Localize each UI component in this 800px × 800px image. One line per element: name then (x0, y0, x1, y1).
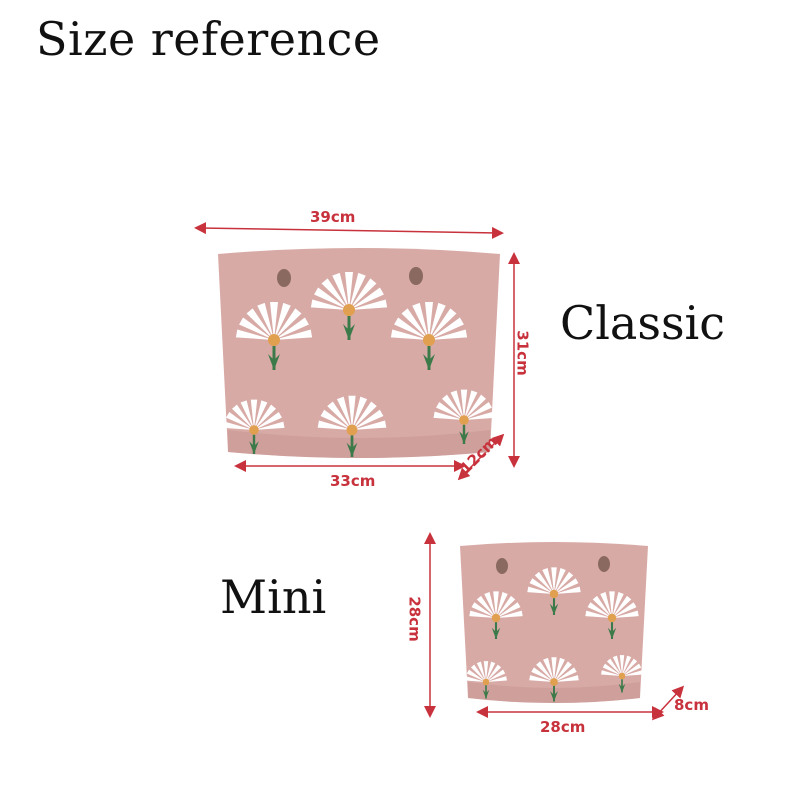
classic-depth-arrow (457, 433, 505, 481)
page-title: Size reference (36, 12, 381, 66)
classic-top-width-arrow (194, 222, 504, 239)
mini-depth-label: 8cm (674, 696, 709, 714)
mini-bag-image (460, 542, 648, 703)
mini-label: Mini (220, 570, 327, 624)
classic-label: Classic (560, 296, 726, 350)
mini-bottom-width-label: 28cm (540, 718, 586, 736)
classic-top-width-label: 39cm (310, 208, 356, 226)
classic-height-label: 31cm (513, 330, 532, 376)
classic-bag-image (218, 248, 500, 459)
mini-depth-arrow (651, 685, 685, 721)
classic-bottom-width-label: 33cm (330, 472, 376, 490)
mini-height-label: 28cm (405, 596, 424, 642)
